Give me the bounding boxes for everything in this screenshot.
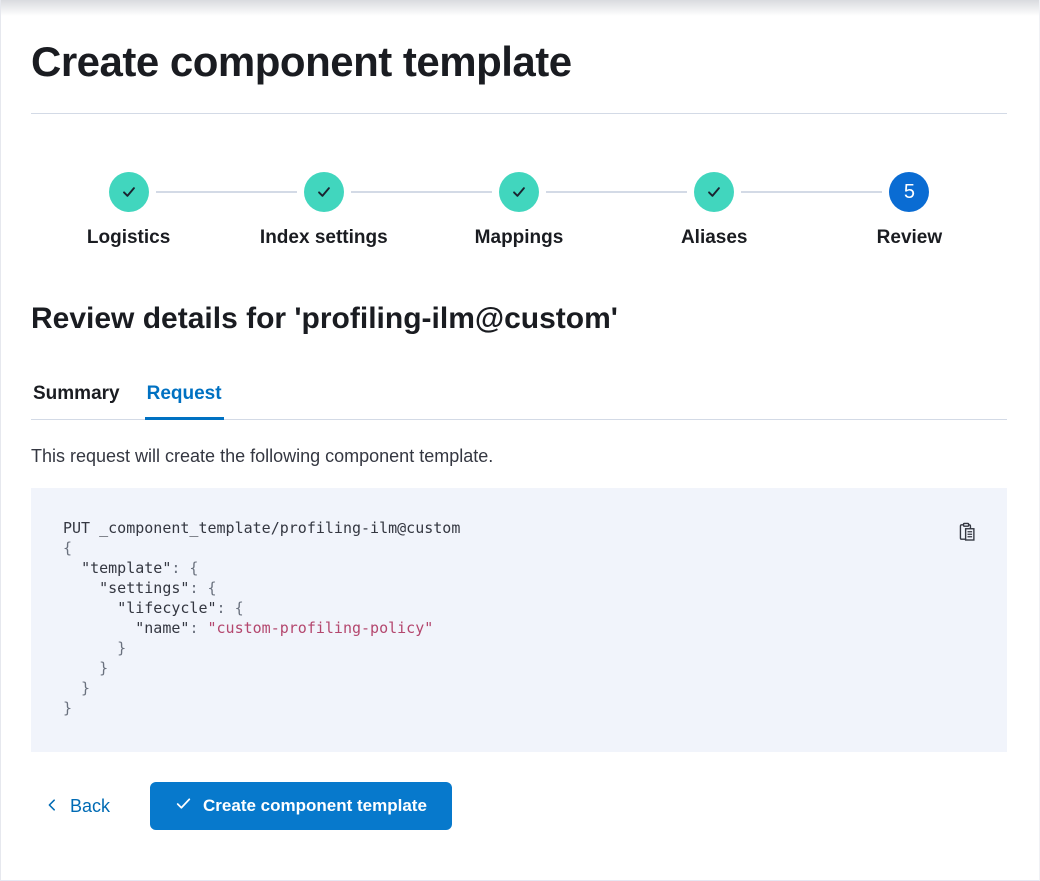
- copy-button[interactable]: [955, 520, 979, 544]
- step-check-icon: [694, 172, 735, 212]
- copy-clipboard-icon: [957, 522, 977, 545]
- review-heading: Review details for 'profiling-ilm@custom…: [31, 302, 618, 335]
- step-label: Aliases: [680, 227, 748, 248]
- review-tabs: Summary Request: [31, 383, 1007, 420]
- back-button-label: Back: [70, 795, 111, 816]
- create-component-template-page: Create component template Logistics Index…: [1, 0, 1039, 830]
- step-index-settings[interactable]: Index settings: [155, 172, 421, 249]
- step-number: 5: [889, 172, 930, 212]
- tab-request[interactable]: Request: [144, 383, 224, 420]
- back-button[interactable]: Back: [45, 796, 110, 817]
- step-aliases[interactable]: Aliases: [545, 172, 812, 249]
- request-json-code: PUT _component_template/profiling-ilm@cu…: [63, 519, 461, 717]
- request-code-block: PUT _component_template/profiling-ilm@cu…: [31, 488, 1007, 752]
- step-label: Index settings: [259, 227, 388, 248]
- check-icon: [175, 795, 192, 817]
- step-label: Review: [876, 227, 943, 248]
- create-button-label: Create component template: [203, 796, 427, 815]
- step-check-icon: [108, 172, 149, 212]
- step-logistics[interactable]: Logistics: [31, 172, 226, 249]
- step-label: Mappings: [474, 227, 564, 248]
- step-check-icon: [303, 172, 344, 212]
- chevron-left-icon: [45, 796, 59, 817]
- tab-summary[interactable]: Summary: [33, 383, 120, 404]
- step-label: Logistics: [86, 227, 171, 248]
- wizard-footer: Back Create component template: [31, 782, 1007, 830]
- create-component-template-button[interactable]: Create component template: [150, 782, 452, 830]
- header-divider: [31, 113, 1007, 114]
- page-title: Create component template: [31, 38, 572, 85]
- request-description: This request will create the following c…: [31, 446, 494, 466]
- step-check-icon: [499, 172, 539, 212]
- step-mappings[interactable]: Mappings: [350, 172, 616, 249]
